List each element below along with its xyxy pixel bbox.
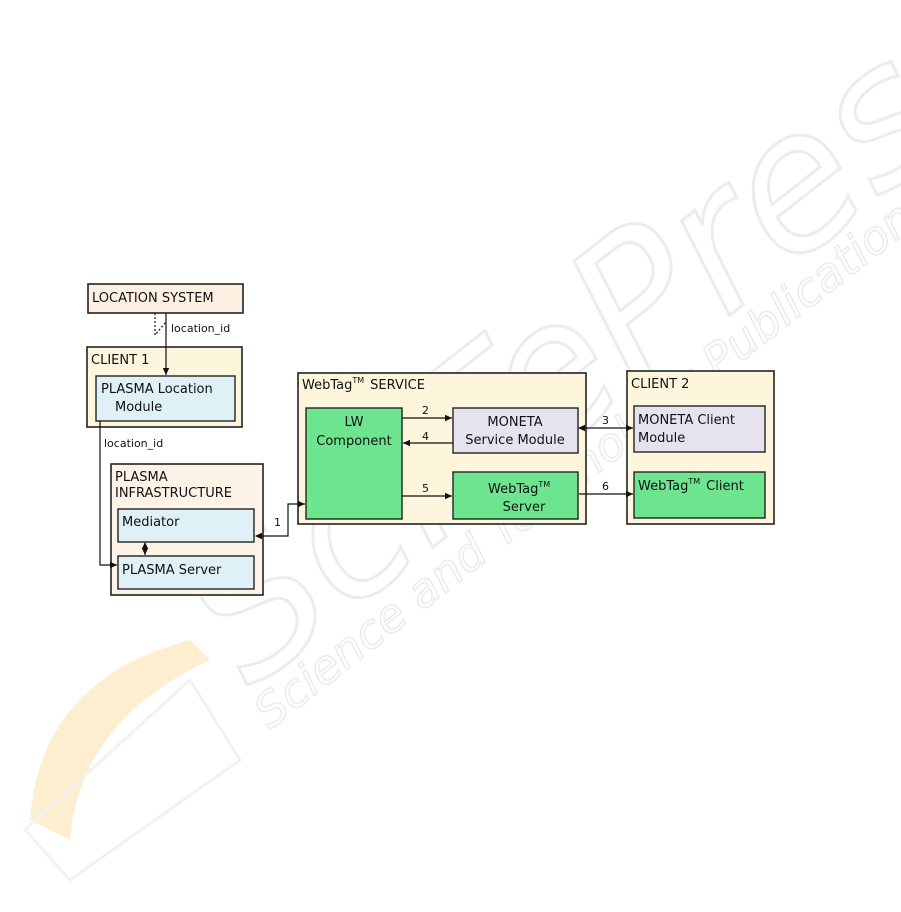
location-system-box: LOCATION SYSTEM [88, 284, 243, 313]
lw-component-box: LW Component [306, 408, 402, 519]
location-system-label: LOCATION SYSTEM [92, 291, 214, 306]
plasma-location-module: PLASMA Location Module [96, 376, 235, 421]
moneta-client-module-line1: MONETA Client [638, 413, 735, 428]
edge-label-5: 5 [422, 482, 429, 495]
plasma-infrastructure-box: PLASMA INFRASTRUCTURE Mediator PLASMA Se… [111, 464, 263, 595]
plasma-infra-line1: PLASMA [115, 470, 168, 485]
lw-component-line2: Component [316, 434, 391, 449]
edge-label-2: 2 [422, 404, 429, 417]
plasma-infra-line2: INFRASTRUCTURE [115, 486, 232, 501]
plasma-location-module-line1: PLASMA Location [101, 382, 213, 397]
webtag-server-line2: Server [503, 500, 546, 515]
client1-box: CLIENT 1 PLASMA Location Module [87, 347, 242, 427]
lw-component-line1: LW [345, 415, 364, 430]
edge-label-4: 4 [422, 430, 429, 443]
edge-label-location-id-side: location_id [104, 437, 163, 450]
webtag-server-box: WebTagTM Server [453, 472, 578, 519]
mediator-label: Mediator [122, 515, 180, 530]
moneta-service-module-box: MONETA Service Module [453, 408, 578, 453]
client2-label: CLIENT 2 [631, 377, 689, 392]
edge-label-6: 6 [602, 480, 609, 493]
plasma-server-box: PLASMA Server [118, 556, 254, 589]
connector-location-dashed [155, 313, 166, 335]
edge-label-3: 3 [602, 414, 609, 427]
moneta-service-module-line1: MONETA [487, 415, 542, 430]
mediator-box: Mediator [118, 509, 254, 542]
edge-label-location-id-top: location_id [171, 322, 230, 335]
moneta-client-module-box: MONETA Client Module [634, 406, 765, 452]
moneta-service-module-line2: Service Module [465, 433, 564, 448]
edge-label-1: 1 [274, 516, 281, 529]
moneta-client-module-line2: Module [638, 431, 685, 446]
plasma-server-label: PLASMA Server [122, 563, 222, 578]
client1-label: CLIENT 1 [91, 353, 149, 368]
plasma-location-module-line2: Module [115, 400, 162, 415]
